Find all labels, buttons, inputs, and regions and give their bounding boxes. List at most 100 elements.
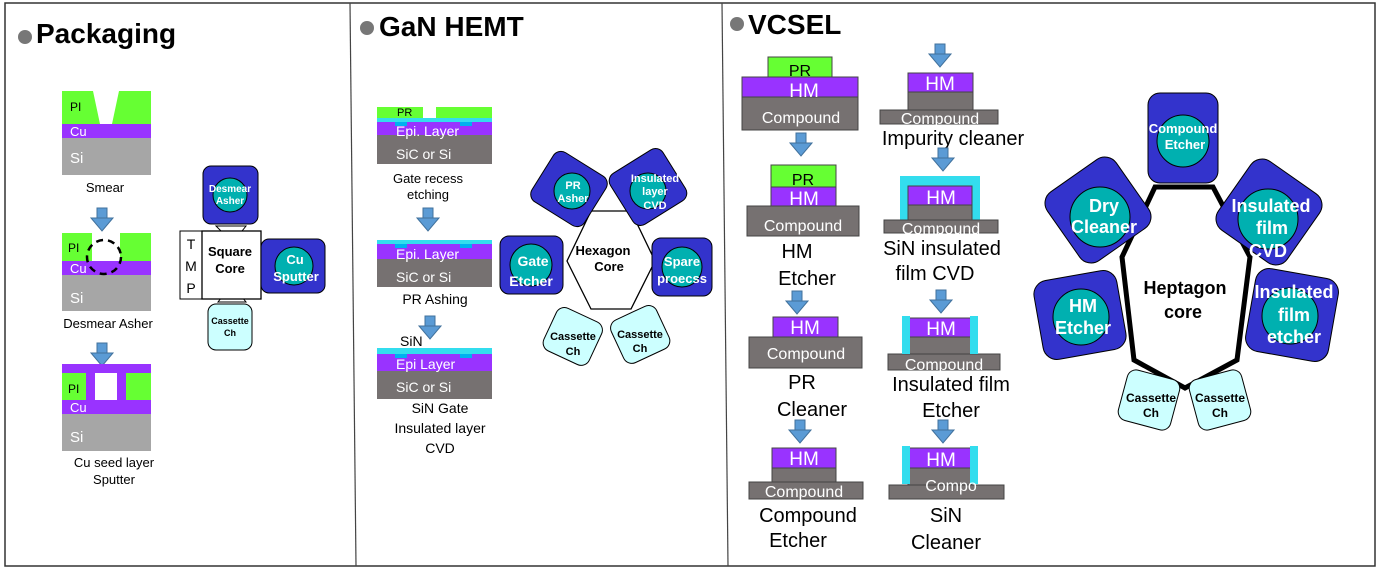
svg-text:Epi. Layer: Epi. Layer	[396, 246, 459, 262]
arrow-down-icon	[785, 290, 809, 315]
svg-text:Si: Si	[70, 290, 83, 307]
gan-section: GaN HEMT PR Epi. Layer SiC or Si Gate re…	[360, 11, 713, 456]
svg-text:Core: Core	[594, 259, 624, 274]
step-label-desmear: Desmear Asher	[63, 316, 153, 331]
svg-text:Etcher: Etcher	[1165, 137, 1205, 152]
vcsel-stack-5: HM Compound	[879, 72, 999, 128]
arrow-down-icon	[789, 132, 813, 157]
bullet-icon	[730, 17, 744, 31]
arrow-down-icon	[788, 419, 812, 444]
step-label-hm-etcher: HM	[781, 241, 812, 263]
svg-text:Sputter: Sputter	[273, 269, 319, 284]
step-label-gate-recess: Gate recess	[393, 171, 464, 186]
heptagon-core	[1119, 184, 1253, 391]
svg-text:Square: Square	[208, 244, 252, 259]
svg-text:HM: HM	[789, 81, 819, 102]
svg-text:Compound: Compound	[767, 346, 845, 363]
svg-text:Compound: Compound	[765, 484, 843, 501]
svg-text:Cassette: Cassette	[1126, 391, 1176, 405]
svg-text:SiC or Si: SiC or Si	[396, 269, 451, 285]
bullet-icon	[360, 21, 374, 35]
svg-text:Ch: Ch	[1212, 406, 1228, 420]
vcsel-stack-8: HM Compo	[888, 446, 1005, 500]
vcsel-title: VCSEL	[748, 9, 841, 40]
svg-text:HM: HM	[926, 188, 956, 209]
arrow-down-icon	[90, 342, 114, 367]
svg-text:film CVD: film CVD	[896, 263, 975, 285]
step-label-smear: Smear	[86, 180, 125, 195]
bullet-icon	[18, 30, 32, 44]
svg-text:Insulated: Insulated	[1254, 282, 1333, 302]
svg-text:Cleaner: Cleaner	[911, 532, 981, 554]
arrow-down-icon	[416, 207, 440, 232]
svg-text:PI: PI	[70, 100, 81, 114]
svg-text:Cu: Cu	[70, 400, 87, 415]
vcsel-stack-3: HM Compound	[748, 316, 863, 369]
gan-title: GaN HEMT	[379, 11, 524, 42]
svg-text:film: film	[1256, 218, 1288, 238]
svg-text:CVD: CVD	[643, 200, 666, 212]
square-core-tool: T M P Square Core Desmear Asher Cu Sputt…	[179, 165, 326, 351]
step-label-impurity-cleaner: Impurity cleaner	[882, 128, 1025, 150]
svg-text:Desmear: Desmear	[209, 184, 251, 195]
svg-text:HM: HM	[925, 74, 955, 95]
svg-text:Ch: Ch	[224, 328, 236, 338]
svg-text:Etcher: Etcher	[778, 268, 836, 290]
svg-text:HM: HM	[926, 319, 956, 340]
step-label-sin-cleaner: SiN	[930, 505, 962, 527]
packaging-stack-smear: PI Cu Si	[62, 91, 151, 175]
svg-text:layer: layer	[642, 186, 668, 198]
arrow-down-icon	[931, 419, 955, 444]
gan-stack-recess: PR Epi. Layer SiC or Si	[377, 107, 492, 164]
svg-text:etching: etching	[407, 187, 449, 202]
svg-text:Insulated: Insulated	[631, 173, 679, 185]
svg-text:Epi. Layer: Epi. Layer	[396, 123, 459, 139]
svg-text:Insulated layer: Insulated layer	[394, 420, 485, 436]
svg-text:Cleaner: Cleaner	[777, 399, 847, 421]
arrow-down-icon	[931, 147, 955, 172]
svg-text:core: core	[1164, 302, 1202, 322]
svg-text:Ch: Ch	[1143, 406, 1159, 420]
outer-frame	[4, 2, 1376, 567]
packaging-stack-cu-seed: PI Cu Si	[62, 364, 151, 451]
svg-text:film: film	[1278, 305, 1310, 325]
svg-text:Compound: Compound	[902, 221, 980, 238]
step-label-pr-cleaner: PR	[788, 372, 816, 394]
svg-text:Cassette: Cassette	[1195, 391, 1245, 405]
svg-text:Core: Core	[215, 261, 245, 276]
svg-text:HM: HM	[790, 318, 820, 339]
divider-2	[721, 2, 729, 567]
svg-text:SiN: SiN	[400, 333, 423, 349]
svg-text:Ch: Ch	[566, 346, 581, 358]
svg-text:Compound: Compound	[901, 111, 979, 128]
step-label-insulated-film-etcher: Insulated film	[892, 374, 1010, 396]
svg-text:Si: Si	[70, 150, 83, 167]
svg-text:Etcher: Etcher	[922, 400, 980, 422]
vcsel-stack-6: HM Compound	[883, 176, 999, 238]
svg-text:Cassette: Cassette	[617, 329, 663, 341]
svg-text:T: T	[187, 236, 196, 252]
divider-1	[349, 2, 357, 567]
svg-text:Dry: Dry	[1089, 196, 1119, 216]
vcsel-section: VCSEL PR HM Compound PR HM Compound HM E…	[730, 9, 1339, 554]
svg-text:Cassette: Cassette	[550, 331, 596, 343]
step-label-pr-ashing: PR Ashing	[402, 291, 467, 307]
cassette-chamber	[610, 305, 671, 364]
svg-text:proecss: proecss	[657, 271, 707, 286]
cassette-chamber	[1117, 369, 1181, 431]
svg-text:Spare: Spare	[664, 254, 700, 269]
vcsel-stack-4: HM Compound	[748, 447, 864, 501]
svg-text:M: M	[185, 258, 197, 274]
step-label-compound-etcher: Compound	[759, 505, 857, 527]
packaging-title: Packaging	[36, 18, 176, 49]
svg-text:CVD: CVD	[1249, 241, 1287, 261]
svg-text:Cu: Cu	[70, 124, 87, 139]
svg-text:Etcher: Etcher	[769, 530, 827, 552]
svg-text:Compound: Compound	[1149, 121, 1218, 136]
svg-text:Asher: Asher	[216, 196, 244, 207]
svg-text:Cu: Cu	[70, 261, 87, 276]
hexagon-core-tool: Hexagon Core PR Asher Insulated layer CV…	[499, 148, 713, 366]
svg-text:PR: PR	[789, 63, 811, 80]
svg-text:SiC or Si: SiC or Si	[396, 146, 451, 162]
